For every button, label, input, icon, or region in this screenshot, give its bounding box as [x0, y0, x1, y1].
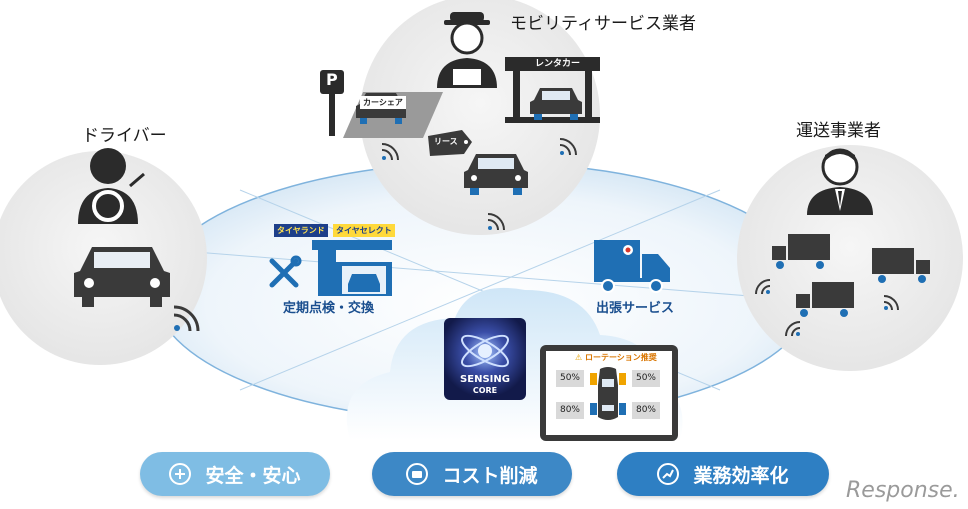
- truck-wifi-icon-3: [785, 321, 801, 337]
- benefit-cost-label: コスト削減: [442, 464, 538, 487]
- transport-label: 運送事業者: [796, 121, 881, 141]
- tireselect-sign: タイヤセレクト: [333, 224, 395, 237]
- dispatch-label: 出張サービス: [596, 301, 675, 316]
- wallet-icon: [406, 463, 429, 485]
- tireland-sign: タイヤランド: [274, 224, 328, 237]
- sensing-core-logo: [444, 318, 526, 400]
- rental-car-icon: [530, 88, 582, 120]
- rental-shop-icon: [505, 57, 600, 123]
- truck-icon-1: [772, 234, 830, 269]
- truck-icon-3: [796, 282, 854, 317]
- plus-icon: [169, 463, 192, 485]
- driver-car-icon: [74, 247, 170, 307]
- benefit-safety-label: 安全・安心: [205, 464, 301, 487]
- maintenance-label: 定期点検・交換: [283, 301, 375, 316]
- warning-icon: ⚠: [575, 353, 583, 362]
- benefit-safety: 安全・安心: [140, 452, 330, 496]
- mobility-label: モビリティサービス業者: [510, 14, 696, 34]
- driver-label: ドライバー: [82, 126, 167, 146]
- mobility-operator-icon: [437, 12, 497, 88]
- shop-building-icon: [312, 240, 392, 296]
- transport-person-icon: [807, 148, 873, 215]
- rental-wifi-icon: [559, 138, 577, 156]
- tools-icon: [269, 255, 302, 288]
- lease-car-icon: [464, 154, 528, 195]
- truck-wifi-icon-2: [883, 295, 899, 311]
- benefit-efficiency-label: 業務効率化: [693, 464, 789, 487]
- truck-wifi-icon-1: [755, 279, 771, 295]
- rental-sign: レンタカー: [535, 59, 581, 69]
- lease-wifi-icon: [487, 213, 505, 231]
- transport-node: [737, 145, 963, 371]
- carshare-tag: カーシェア: [360, 96, 406, 109]
- parking-sign-icon: [320, 70, 344, 136]
- service-truck-icon: [594, 240, 670, 293]
- logo-line2: CORE: [472, 386, 498, 395]
- parking-letter: P: [326, 70, 338, 89]
- tablet-alert-text: ローテーション推奨: [584, 353, 657, 362]
- response-watermark: Response.: [846, 478, 960, 503]
- carshare-wifi-icon: [381, 143, 399, 161]
- benefit-efficiency: 業務効率化: [617, 452, 829, 496]
- lease-tag: リース: [434, 137, 458, 146]
- truck-icon-2: [872, 248, 930, 283]
- tablet-alert: ⚠ ローテーション推奨: [575, 352, 657, 363]
- logo-line1: SENSING: [460, 374, 510, 385]
- tablet-front-right: 50%: [632, 370, 660, 387]
- tablet-car-icon: [590, 367, 626, 420]
- chart-up-icon: [657, 463, 680, 485]
- benefit-cost: コスト削減: [372, 452, 572, 496]
- driver-person-icon: [78, 148, 145, 224]
- tablet-rear-right: 80%: [632, 402, 660, 419]
- tablet-rear-left: 80%: [556, 402, 584, 419]
- tablet-front-left: 50%: [556, 370, 584, 387]
- lease-tag-icon: [428, 130, 472, 156]
- driver-wifi-icon: [173, 305, 200, 332]
